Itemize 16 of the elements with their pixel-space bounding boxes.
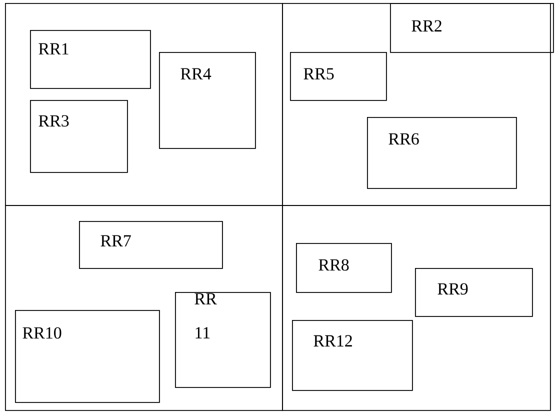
labeled-box: RR10	[15, 310, 160, 403]
labeled-box: RR 11	[175, 292, 271, 388]
labeled-box: RR4	[159, 52, 256, 149]
panel-box	[5, 3, 283, 206]
labeled-box: RR2	[390, 3, 554, 53]
labeled-box: RR5	[290, 52, 387, 101]
labeled-box: RR8	[296, 243, 392, 293]
labeled-box: RR9	[415, 268, 533, 317]
labeled-box: RR7	[79, 221, 223, 269]
panel-box	[282, 3, 551, 206]
labeled-box: RR6	[367, 117, 517, 189]
labeled-box: RR3	[30, 100, 128, 173]
labeled-box: RR1	[30, 30, 151, 89]
panel-box	[5, 205, 283, 411]
panel-box	[282, 205, 551, 411]
labeled-box: RR12	[292, 320, 413, 391]
